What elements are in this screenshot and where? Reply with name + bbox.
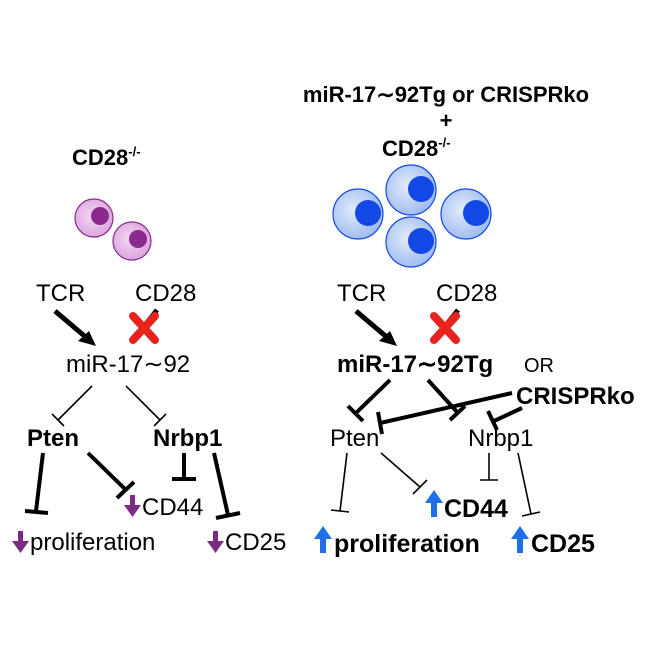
left-cd44-label: CD44 bbox=[142, 494, 203, 521]
right-cell-4 bbox=[385, 216, 437, 268]
right-pten-label: Pten bbox=[330, 425, 379, 452]
right-mirna-label: miR-17∼92Tg bbox=[337, 351, 493, 378]
left-cd25-down-arrow-icon bbox=[207, 531, 224, 553]
right-crispr-nrbp1-inhibit bbox=[493, 406, 523, 423]
right-cd25-label: CD25 bbox=[531, 530, 595, 558]
left-pten-label: Pten bbox=[27, 425, 79, 452]
right-cd28-x-icon bbox=[430, 312, 460, 344]
right-prolif-up-arrow-icon bbox=[314, 526, 332, 553]
left-cd25-label: CD25 bbox=[225, 529, 286, 556]
right-cd25-up-arrow-icon bbox=[511, 526, 529, 553]
left-cd28-label: CD28 bbox=[135, 280, 196, 307]
left-mir-nrbp1-inhibit bbox=[125, 385, 161, 421]
left-prolif-down-arrow-icon bbox=[12, 531, 29, 553]
left-nrbp1-label: Nrbp1 bbox=[153, 425, 222, 452]
right-cd28-label: CD28 bbox=[436, 280, 497, 307]
right-cell-3 bbox=[440, 188, 492, 240]
right-cell-1 bbox=[332, 188, 384, 240]
left-cell-2 bbox=[112, 221, 152, 261]
left-mir-pten-inhibit bbox=[57, 385, 93, 421]
left-cd44-down-arrow-icon bbox=[124, 495, 141, 517]
left-tcr-arrow-head bbox=[78, 331, 96, 346]
right-title-line1: miR-17∼92Tg or CRISPRko bbox=[303, 82, 589, 107]
right-cd44-label: CD44 bbox=[444, 495, 508, 523]
right-nrbp1-cd25-inhibit bbox=[517, 452, 532, 515]
right-tcr-arrow bbox=[354, 309, 391, 341]
left-pten-cd44-inhibit bbox=[86, 451, 128, 492]
right-cell-2 bbox=[385, 164, 437, 216]
right-tcr-label: TCR bbox=[337, 280, 386, 307]
right-crispr-label: CRISPRko bbox=[516, 383, 635, 410]
left-cell-1 bbox=[74, 198, 114, 238]
left-title: CD28-/- bbox=[72, 144, 141, 170]
right-crispr-pten-inhibit bbox=[379, 391, 513, 425]
right-pten-cd44-inhibit bbox=[380, 452, 421, 488]
left-tcr-label: TCR bbox=[36, 280, 85, 307]
right-proliferation-label: proliferation bbox=[334, 530, 480, 558]
left-mirna-label: miR-17∼92 bbox=[66, 351, 190, 378]
right-mir-pten-inhibit bbox=[354, 378, 392, 415]
right-nrbp1-label: Nrbp1 bbox=[468, 425, 533, 452]
right-cd44-up-arrow-icon bbox=[425, 490, 443, 517]
left-tcr-arrow bbox=[53, 309, 90, 341]
right-title-cd28: CD28-/- bbox=[382, 135, 451, 161]
right-or-label: OR bbox=[524, 355, 554, 377]
left-cd28-x-icon bbox=[129, 312, 159, 344]
left-proliferation-label: proliferation bbox=[30, 529, 155, 556]
right-tcr-arrow-head bbox=[379, 331, 397, 346]
left-nrbp1-cd25-inhibit bbox=[212, 452, 230, 516]
right-title-plus: + bbox=[440, 108, 453, 133]
left-pten-prolif-inhibit bbox=[34, 452, 45, 512]
right-pten-prolif-inhibit bbox=[339, 452, 348, 512]
